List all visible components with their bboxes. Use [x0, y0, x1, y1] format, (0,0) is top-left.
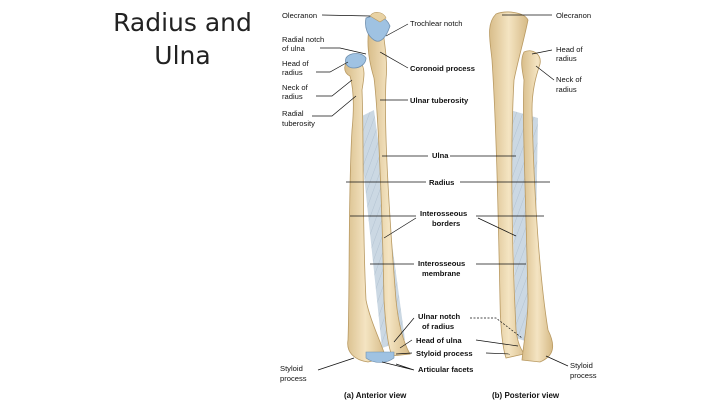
slide-title: Radius and Ulna [100, 6, 265, 72]
label-ulnar-notch-2: of radius [422, 322, 454, 331]
leader-borders-left-b [383, 217, 417, 239]
label-ulna: Ulna [432, 151, 449, 160]
anterior-articular-facet [365, 351, 395, 363]
posterior-radius [521, 50, 554, 363]
leader-head-ulna-right [475, 339, 519, 347]
label-olecranon-posterior: Olecranon [556, 11, 591, 20]
anterior-view [344, 12, 411, 363]
leader-styloid-center-right [485, 352, 511, 355]
leader-radial-notch [320, 47, 367, 55]
slide-title-line1: Radius and [113, 8, 252, 37]
label-head-radius-posterior-1: Head of [556, 45, 583, 54]
label-interosseous-borders-2: borders [432, 219, 460, 228]
posterior-ulna [489, 11, 529, 359]
label-neck-radius-posterior-2: radius [556, 85, 577, 94]
leader-styloid-posterior [545, 355, 569, 367]
diagram-canvas: Olecranon Radial notch of ulna Head of r… [280, 11, 597, 400]
label-neck-radius-2: radius [282, 92, 303, 101]
label-interosseous-membrane-1: Interosseous [418, 259, 465, 268]
leader-head-radius-posterior [531, 49, 553, 55]
label-styloid-anterior-2: process [280, 374, 307, 383]
label-radial-notch-2: of ulna [282, 44, 306, 53]
label-head-radius-2: radius [282, 68, 303, 77]
label-coronoid-process: Coronoid process [410, 64, 475, 73]
label-head-of-ulna: Head of ulna [416, 336, 462, 345]
label-radial-notch-1: Radial notch [282, 35, 324, 44]
leader-olecranon-anterior [321, 14, 371, 17]
leader-ulnar-notch-left [393, 317, 415, 343]
slide-title-line2: Ulna [154, 41, 211, 70]
label-radius: Radius [429, 178, 454, 187]
anterior-ulna [367, 23, 411, 357]
label-styloid-anterior-1: Styloid [280, 364, 303, 373]
label-radial-tuberosity-2: tuberosity [282, 119, 315, 128]
leader-neck-radius-posterior [535, 65, 555, 81]
leader-neck-radius [316, 79, 353, 97]
label-radial-tuberosity-1: Radial [282, 109, 304, 118]
posterior-view [489, 11, 554, 363]
label-interosseous-membrane-2: membrane [422, 269, 460, 278]
label-neck-radius-1: Neck of [282, 83, 309, 92]
label-articular-facets: Articular facets [418, 365, 473, 374]
label-styloid-posterior-1: Styloid [570, 361, 593, 370]
leader-borders-right-b [477, 217, 517, 237]
caption-anterior-view: (a) Anterior view [344, 391, 407, 400]
leader-radial-tuberosity [312, 95, 357, 117]
leader-head-ulna-left [399, 339, 413, 349]
label-styloid-process-center: Styloid process [416, 349, 473, 358]
leader-trochlear-notch [385, 23, 409, 37]
label-ulnar-tuberosity: Ulnar tuberosity [410, 96, 469, 105]
label-trochlear-notch: Trochlear notch [410, 19, 462, 28]
label-olecranon-anterior: Olecranon [282, 11, 317, 20]
anterior-radial-head [345, 53, 367, 69]
label-ulnar-notch-1: Ulnar notch [418, 312, 461, 321]
label-head-radius-posterior-2: radius [556, 54, 577, 63]
leader-styloid-center-left [395, 352, 413, 355]
label-head-radius-1: Head of [282, 59, 309, 68]
anterior-radius [344, 59, 387, 363]
leader-styloid-anterior [317, 357, 355, 371]
label-neck-radius-posterior-1: Neck of [556, 75, 583, 84]
leader-articular-facets [381, 361, 415, 371]
anterior-olecranon [369, 12, 387, 23]
caption-posterior-view: (b) Posterior view [492, 391, 560, 400]
leader-head-radius [316, 61, 349, 73]
leader-ulnar-notch-right [470, 317, 523, 339]
label-interosseous-borders-1: Interosseous [420, 209, 467, 218]
leader-coronoid-process [379, 51, 409, 69]
radius-ulna-diagram: Olecranon Radial notch of ulna Head of r… [270, 0, 720, 405]
label-styloid-posterior-2: process [570, 371, 597, 380]
